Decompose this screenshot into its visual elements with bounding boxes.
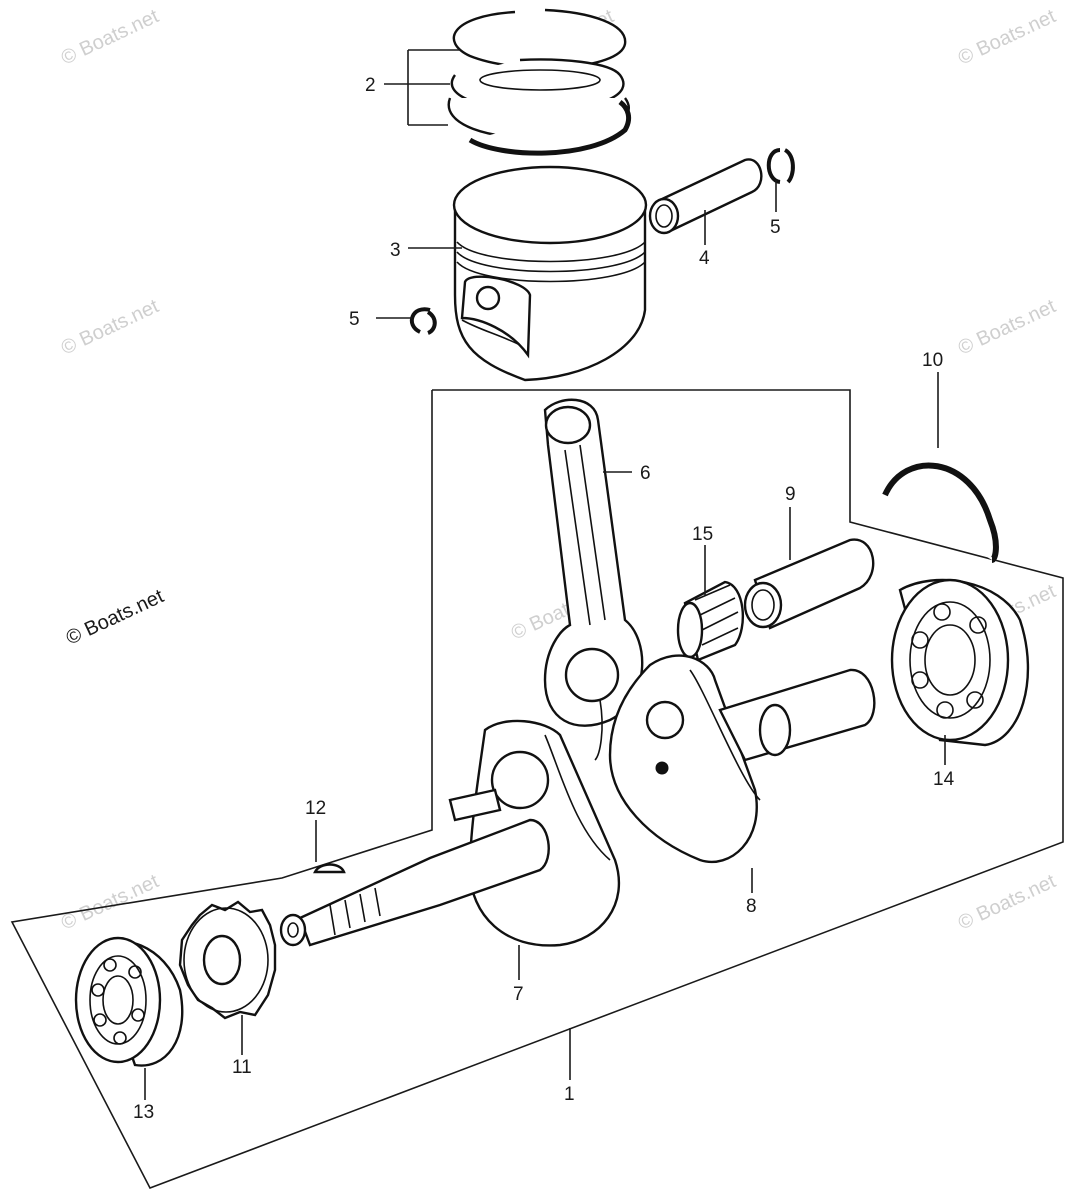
callout-5-pin-clip-right: 5 xyxy=(770,217,781,238)
right-crank-web xyxy=(608,654,761,863)
woodruff-key xyxy=(313,863,346,874)
watermark: © Boats.net xyxy=(955,5,1060,69)
right-ball-bearing xyxy=(890,578,1030,747)
needle-bearing xyxy=(676,580,745,662)
thrust-ring xyxy=(882,462,999,563)
crank-pin xyxy=(743,538,875,630)
watermark: © Boats.net xyxy=(955,295,1060,359)
watermark: © Boats.net xyxy=(58,5,163,69)
watermark: © Boats.net xyxy=(58,870,163,934)
timing-gear xyxy=(178,900,277,1020)
piston xyxy=(452,165,648,382)
callout-12: 12 xyxy=(305,798,326,819)
piston-pin xyxy=(648,158,763,235)
piston-pin-clips xyxy=(409,148,795,335)
callout-4: 4 xyxy=(699,248,710,269)
callout-1: 1 xyxy=(564,1084,575,1105)
callout-3: 3 xyxy=(390,240,401,261)
callout-6: 6 xyxy=(640,463,651,484)
left-ball-bearing xyxy=(74,936,184,1067)
callout-8: 8 xyxy=(746,896,757,917)
callout-7: 7 xyxy=(513,984,524,1005)
left-shaft xyxy=(279,818,550,947)
watermark: © Boats.net xyxy=(58,295,163,359)
callout-2: 2 xyxy=(365,75,376,96)
right-shaft xyxy=(718,668,876,762)
watermark: © Boats.net xyxy=(955,870,1060,934)
crankshaft-assembly-outline xyxy=(10,389,1064,1190)
connecting-rod xyxy=(543,398,644,761)
callout-15: 15 xyxy=(692,524,713,545)
callout-5-pin-clip-left: 5 xyxy=(349,309,360,330)
piston-rings xyxy=(447,8,632,156)
callout-labels: 1 2 3 4 5 5 6 7 8 9 10 11 12 13 14 15 xyxy=(133,75,955,1123)
callout-13: 13 xyxy=(133,1102,154,1123)
callout-10: 10 xyxy=(922,350,943,371)
watermark-dark: © Boats.net xyxy=(63,585,168,649)
callout-9: 9 xyxy=(785,484,796,505)
leader-lines xyxy=(144,49,946,1100)
callout-14: 14 xyxy=(933,769,955,790)
callout-11: 11 xyxy=(232,1057,252,1078)
